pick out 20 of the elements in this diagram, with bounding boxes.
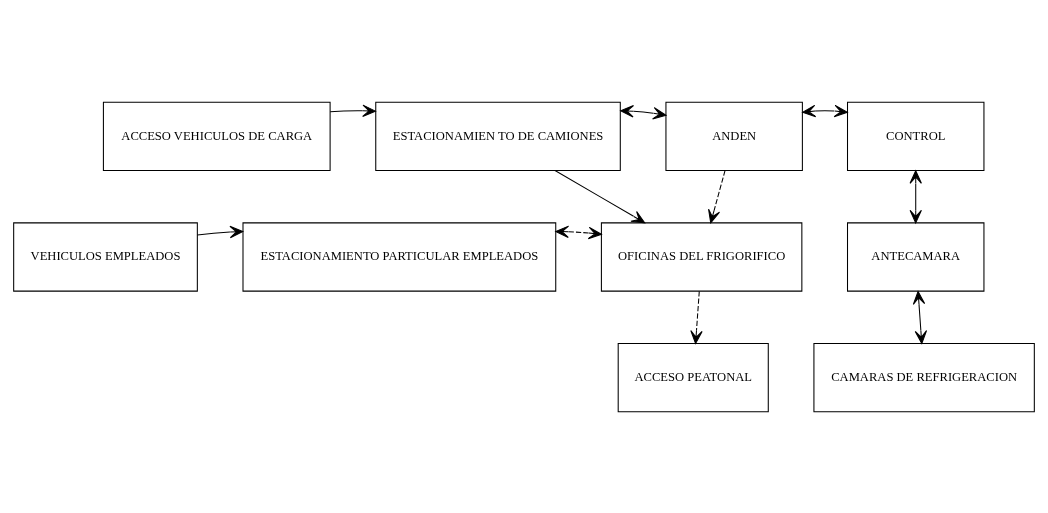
node-box: VEHICULOS EMPLEADOS (13, 221, 198, 292)
arrow (620, 104, 667, 119)
node-box: ANDEN (665, 101, 803, 171)
node-box: ANTECAMARA (847, 221, 985, 292)
node-box: CAMARAS DE REFRIGERACION (813, 342, 1035, 412)
arrow (555, 225, 602, 239)
node-box: ACCESO VEHICULOS DE CARGA (102, 101, 331, 171)
node-box: OFICINAS DEL FRIGORIFICO (600, 221, 803, 292)
arrow (909, 169, 922, 223)
arrow (196, 225, 244, 238)
arrow (690, 290, 703, 344)
arrow (554, 169, 646, 223)
node-box: ACCESO PEATONAL (617, 342, 769, 412)
node-box: ESTACIONAMIEN TO DE CAMIONES (375, 101, 621, 171)
arrow (708, 169, 726, 223)
node-box: CONTROL (847, 101, 985, 171)
arrow (912, 290, 928, 344)
node-box: ESTACIONAMIENTO PARTICULAR EMPLEADOS (242, 221, 557, 292)
arrow (802, 104, 848, 117)
arrow (329, 104, 376, 117)
